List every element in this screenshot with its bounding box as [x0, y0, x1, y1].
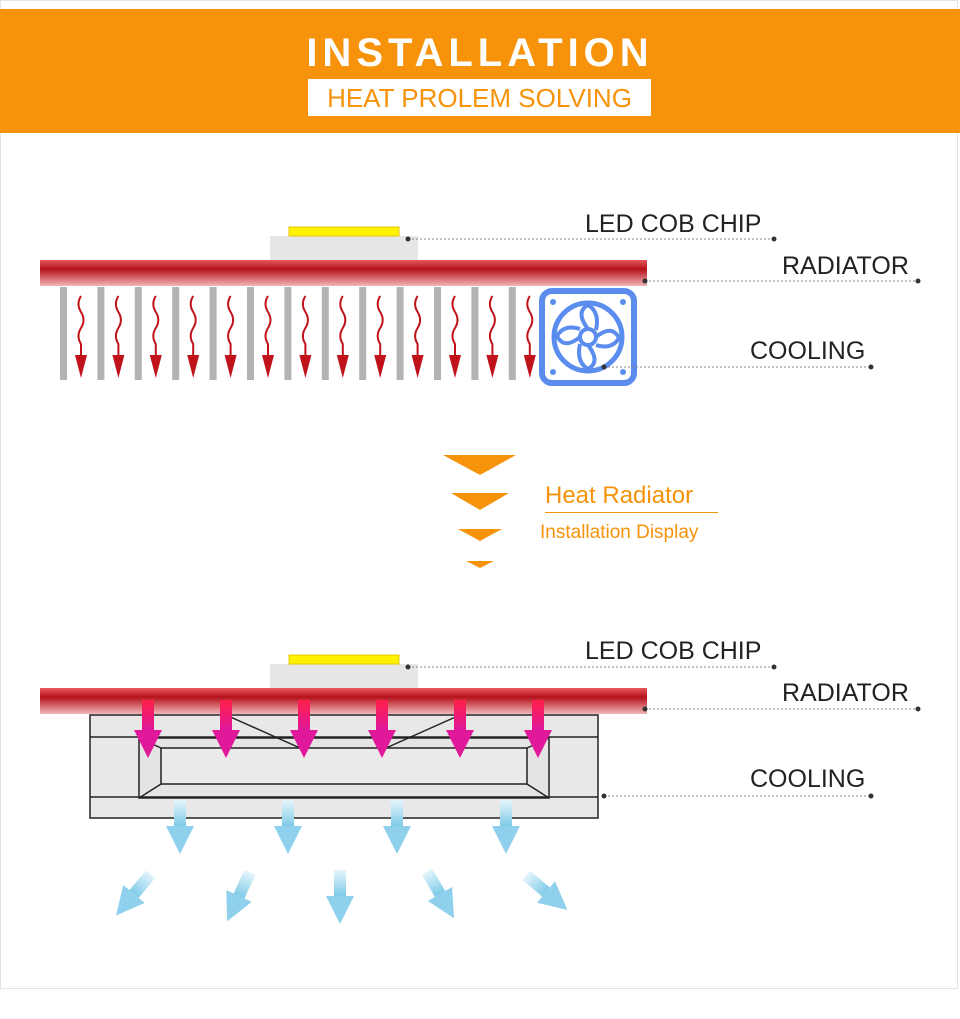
heat-wave-arrow	[262, 295, 274, 378]
heat-arrow	[212, 700, 240, 758]
top-diagram	[40, 226, 921, 386]
radiator-fins	[60, 287, 536, 380]
heat-arrow	[290, 700, 318, 758]
cool-air-arrow	[421, 868, 454, 919]
cool-air-arrows	[116, 800, 568, 924]
fin	[508, 287, 516, 380]
heat-arrow	[368, 700, 396, 758]
fin	[396, 287, 404, 380]
heat-wave-arrow	[449, 295, 461, 378]
fin	[247, 287, 254, 380]
fin	[359, 287, 367, 380]
heat-wave-arrow	[75, 295, 87, 378]
cooling-label-top: COOLING	[750, 337, 866, 365]
cool-air-arrow	[492, 800, 520, 854]
fin	[471, 287, 479, 380]
cooling-housing	[89, 714, 599, 819]
heat-wave-arrow	[486, 295, 499, 378]
heat-wave-arrow	[523, 295, 536, 378]
cool-air-arrow	[326, 870, 354, 924]
fin	[434, 287, 441, 380]
led-cob-chip	[288, 654, 400, 665]
heat-arrow	[524, 700, 552, 758]
page-frame	[0, 0, 958, 989]
led-cob-chip-label-top: LED COB CHIP	[585, 210, 762, 238]
radiator-bar	[40, 688, 647, 714]
led-cob-chip	[288, 226, 400, 237]
fin	[60, 287, 67, 380]
heat-arrow	[134, 700, 162, 758]
heat-wave-arrow	[374, 295, 387, 378]
installation-display-subtitle: Installation Display	[540, 522, 699, 543]
led-base	[270, 236, 418, 260]
led-base	[270, 664, 418, 688]
heat-wave-arrow	[336, 295, 349, 378]
cool-air-arrow	[383, 800, 411, 854]
fin	[209, 287, 217, 380]
heat-arrows	[134, 700, 552, 758]
fin	[321, 287, 329, 380]
leader-lines-bottom	[408, 666, 918, 797]
cool-air-arrow	[166, 800, 194, 854]
fin	[172, 287, 180, 380]
cool-air-arrow	[522, 870, 568, 910]
heat-radiator-title: Heat Radiator	[545, 482, 718, 513]
heat-wave-arrow	[299, 295, 312, 378]
heat-arrow	[446, 700, 474, 758]
heat-wave-arrow	[411, 295, 424, 378]
fan-icon	[539, 288, 637, 386]
page-title: INSTALLATION	[306, 31, 654, 75]
page-subtitle: HEAT PROLEM SOLVING	[308, 79, 651, 116]
heat-wave-arrow	[187, 295, 200, 378]
fin	[134, 287, 142, 380]
radiator-bar	[40, 260, 647, 286]
cool-air-arrow	[226, 869, 256, 922]
led-cob-chip-label-bottom: LED COB CHIP	[585, 637, 762, 665]
header-banner: INSTALLATION HEAT PROLEM SOLVING	[0, 9, 960, 133]
cooling-label-bottom: COOLING	[750, 765, 866, 793]
leader-lines-top	[408, 238, 918, 368]
cool-air-arrow	[274, 800, 302, 854]
heat-wave-arrow	[224, 295, 237, 378]
fin	[97, 287, 105, 380]
cool-air-arrow	[116, 870, 156, 916]
bottom-diagram	[40, 654, 921, 924]
heat-wave-arrow	[112, 295, 125, 378]
fin	[284, 287, 292, 380]
radiator-label-top: RADIATOR	[782, 252, 909, 280]
chevron-down-icon	[443, 455, 516, 568]
heat-wave-arrow	[149, 295, 162, 378]
radiator-label-bottom: RADIATOR	[782, 679, 909, 707]
